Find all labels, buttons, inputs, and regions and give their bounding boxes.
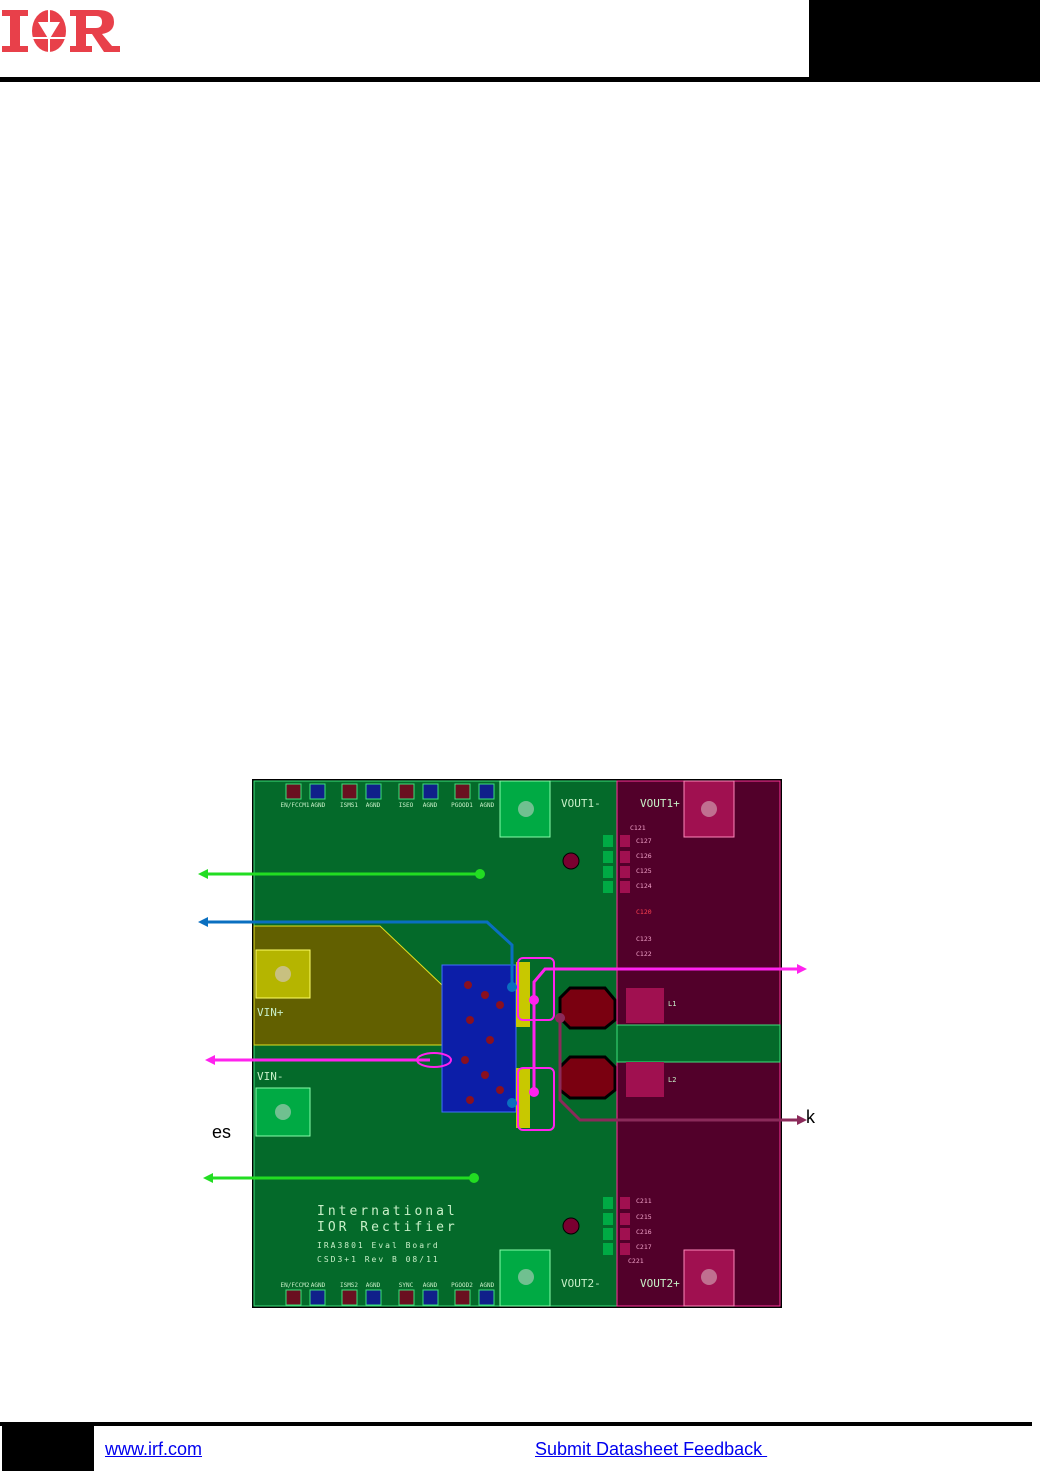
top-pad-label: AGND [366, 802, 381, 809]
top-test-pads [285, 783, 495, 800]
top-pad-label: AGND [311, 802, 326, 809]
top-pad-label: AGND [423, 802, 438, 809]
callout-label-right: k [806, 1107, 815, 1127]
l1-label: L1 [668, 1000, 676, 1008]
top-pad-label: AGND [480, 802, 495, 809]
top-pad-label: ISMS1 [340, 802, 358, 809]
website-link[interactable]: www.irf.com [105, 1439, 203, 1459]
vin-minus-label: VIN- [257, 1070, 284, 1083]
capacitor-label: C121 [630, 824, 646, 832]
capacitor-label: C217 [636, 1243, 652, 1251]
inductor-l1 [626, 988, 664, 1023]
capacitor-label: C120 [636, 908, 652, 916]
bottom-pad-label: AGND [311, 1282, 326, 1289]
center-band [616, 1024, 781, 1063]
board-brand-line1: International [317, 1204, 458, 1219]
vin-plus-label: VIN+ [257, 1006, 284, 1019]
capacitor-label: C211 [636, 1197, 652, 1205]
capacitor-label: C126 [636, 852, 652, 860]
top-pad-label: PGOOD1 [451, 802, 473, 809]
vout2-minus-label: VOUT2- [561, 1277, 601, 1290]
bottom-test-pads [285, 1289, 495, 1306]
bottom-pad-label: SYNC [399, 1282, 414, 1289]
top-pad-label: EN/FCCM1 [281, 802, 310, 809]
bottom-pad-labels: EN/FCCM2 AGND ISMS2 AGND SYNC AGND PGOOD… [281, 1282, 495, 1289]
l2-label: L2 [668, 1076, 676, 1084]
capacitor-label: C123 [636, 935, 652, 943]
capacitor-label: C216 [636, 1228, 652, 1236]
capacitor-label: C122 [636, 950, 652, 958]
vout1-plus-label: VOUT1+ [640, 797, 680, 810]
top-pad-labels: EN/FCCM1 AGND ISMS1 AGND ISEO AGND PGOOD… [281, 802, 495, 809]
bottom-pad-label: EN/FCCM2 [281, 1282, 310, 1289]
ior-logo [2, 10, 120, 52]
footer-black-block [2, 1422, 94, 1471]
controller-ic-area [441, 964, 517, 1113]
board-rev-line: CSD3+1 Rev B 08/11 [317, 1255, 440, 1264]
callout-lines [198, 869, 807, 1183]
board-name-line: IRA3801 Eval Board [317, 1241, 440, 1250]
top-capacitor-labels: C121 C127 C126 C125 C124 C120 C123 C122 [630, 824, 652, 958]
capacitor-label: C127 [636, 837, 652, 845]
bottom-pad-label: ISMS2 [340, 1282, 358, 1289]
header-black-block [809, 0, 1040, 82]
submit-feedback-link[interactable]: Submit Datasheet Feedback [535, 1439, 768, 1459]
board-brand-line2: IOR Rectifier [317, 1220, 458, 1235]
header-rule [0, 77, 1040, 82]
bottom-pad-label: AGND [366, 1282, 381, 1289]
capacitor-label: C124 [636, 882, 652, 890]
callout-label-left: es [212, 1122, 232, 1142]
footer-rule [0, 1422, 1032, 1426]
top-pad-label: ISEO [399, 802, 414, 809]
bottom-pad-label: PGOOD2 [451, 1282, 473, 1289]
inductor-l2 [626, 1062, 664, 1097]
bottom-pad-label: AGND [423, 1282, 438, 1289]
bottom-pad-label: AGND [480, 1282, 495, 1289]
vout2-plus-label: VOUT2+ [640, 1277, 680, 1290]
capacitor-label: C125 [636, 867, 652, 875]
capacitor-label: C221 [628, 1257, 644, 1265]
bottom-capacitor-labels: C211 C215 C216 C217 C221 [628, 1197, 652, 1265]
capacitor-label: C215 [636, 1213, 652, 1221]
vout1-minus-label: VOUT1- [561, 797, 601, 810]
